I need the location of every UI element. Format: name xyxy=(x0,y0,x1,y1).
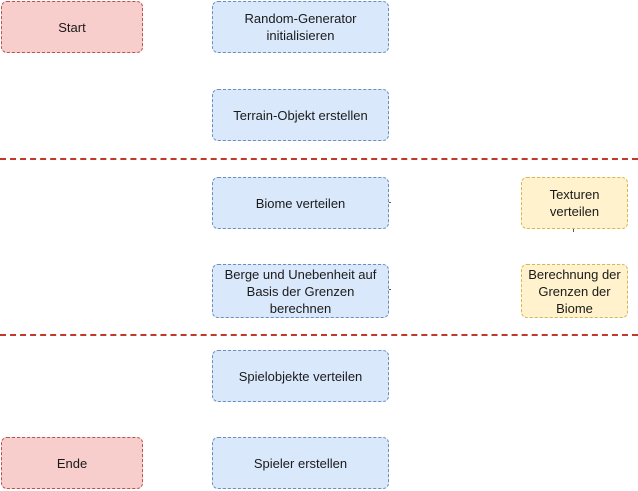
end-node: Ende xyxy=(1,437,143,489)
mountains-node-label: Berge und Unebenheit auf Basis der Grenz… xyxy=(224,266,377,316)
game-objects-node-label: Spielobjekte verteilen xyxy=(238,368,363,384)
biome-distribute-node: Biome verteilen xyxy=(212,177,389,229)
biome-borders-node-label: Berechnung der Grenzen der Biome xyxy=(528,266,621,316)
phase-divider-top xyxy=(0,158,638,160)
random-generator-node: Random-Generator initialisieren xyxy=(212,1,389,53)
biome-distribute-node-label: Biome verteilen xyxy=(255,195,346,211)
random-generator-node-label: Random-Generator initialisieren xyxy=(244,11,357,43)
mountains-node: Berge und Unebenheit auf Basis der Grenz… xyxy=(212,264,389,318)
texture-connector-stub xyxy=(573,229,574,232)
phase-divider-bottom xyxy=(0,334,638,336)
end-node-label: Ende xyxy=(56,455,88,471)
start-node: Start xyxy=(1,1,143,53)
player-create-node: Spieler erstellen xyxy=(212,437,389,489)
biome-connector-stub xyxy=(389,202,391,203)
start-node-label: Start xyxy=(58,19,86,35)
game-objects-node: Spielobjekte verteilen xyxy=(212,350,389,402)
biome-borders-node: Berechnung der Grenzen der Biome xyxy=(521,264,628,318)
player-create-node-label: Spieler erstellen xyxy=(253,455,348,471)
texture-distribute-node: Texturen verteilen xyxy=(521,177,628,229)
terrain-object-node-label: Terrain-Objekt erstellen xyxy=(233,107,368,123)
mountains-connector-stub xyxy=(389,289,391,290)
texture-distribute-node-label: Texturen verteilen xyxy=(549,187,600,219)
terrain-object-node: Terrain-Objekt erstellen xyxy=(212,89,389,141)
